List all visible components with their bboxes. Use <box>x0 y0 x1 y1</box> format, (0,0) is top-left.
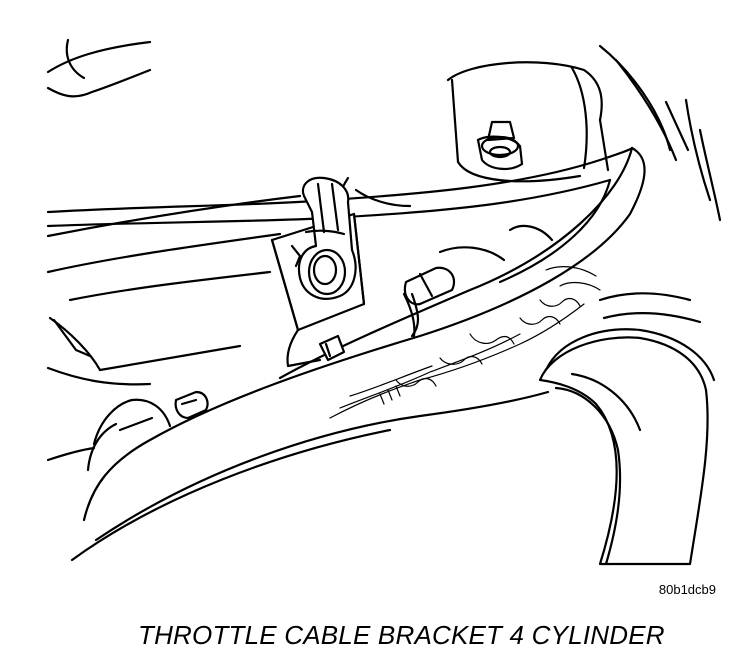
engine-line-drawing <box>46 38 722 566</box>
valve-cover-corner <box>46 38 152 98</box>
harness-connectors <box>174 266 456 420</box>
bolt-boss <box>446 61 610 183</box>
intake-hose <box>538 292 716 566</box>
cover-edge-lines <box>337 44 722 222</box>
lower-left-components <box>46 318 172 472</box>
wiring-harness <box>329 224 601 419</box>
cable-clip <box>297 176 357 300</box>
figure-caption: THROTTLE CABLE BRACKET 4 CYLINDER <box>138 620 665 650</box>
figure-code: 80b1dcb9 <box>658 582 716 597</box>
engine-lower-lines <box>70 390 550 562</box>
